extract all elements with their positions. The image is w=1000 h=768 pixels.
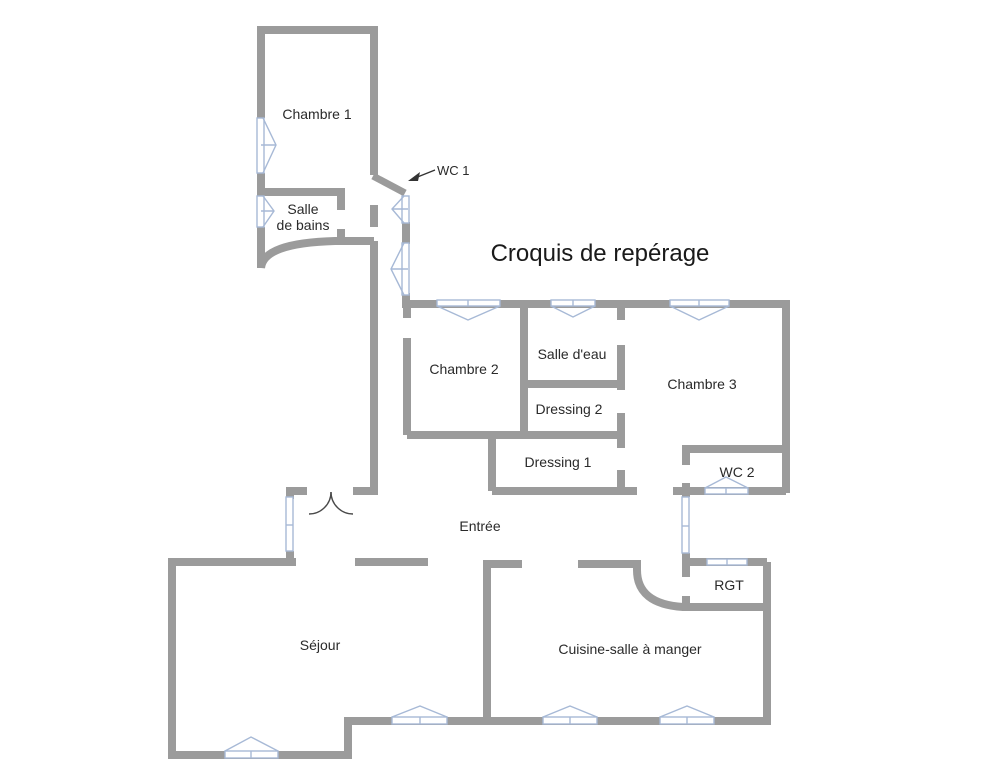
window-glyph	[390, 242, 408, 296]
wall-chambre1-outline	[257, 26, 378, 175]
title-group: Croquis de repérage	[491, 240, 710, 267]
annotation-wc-1: WC 1	[437, 163, 470, 178]
windows	[224, 117, 749, 759]
room-label-entree: Entrée	[459, 518, 500, 534]
window-base	[285, 496, 294, 552]
window-glyph	[550, 300, 596, 318]
wall-chambre1-sdb-divider	[261, 188, 345, 210]
wall-wc1-diagonal-door	[371, 172, 407, 197]
window-glyph	[704, 476, 749, 494]
window	[550, 299, 596, 318]
window	[542, 705, 598, 725]
entrance-double-door	[308, 491, 354, 515]
room-label-chambre-2: Chambre 2	[429, 361, 498, 377]
window	[256, 117, 277, 174]
room-label-dressing-1: Dressing 1	[525, 454, 592, 470]
room-label-salle-de-bains-line2: de bains	[277, 217, 330, 233]
window-glyph	[261, 117, 277, 174]
wall-lower-exterior	[168, 558, 771, 759]
window	[681, 496, 690, 554]
room-label-salle-d-eau: Salle d'eau	[538, 346, 607, 362]
window	[224, 736, 279, 759]
wall-corridor-left	[353, 241, 378, 495]
window	[391, 195, 410, 224]
window	[669, 299, 730, 321]
wall-cuisine-top-arc	[578, 560, 684, 611]
window-base	[681, 496, 690, 554]
room-label-chambre-3: Chambre 3	[667, 376, 736, 392]
room-label-wc-2: WC 2	[720, 464, 755, 480]
window	[256, 195, 275, 228]
window	[285, 496, 294, 552]
room-labels: Chambre 1 Salle de bains WC 1 Chambre 2 …	[277, 106, 755, 657]
window-glyph	[659, 705, 715, 724]
window-glyph	[261, 195, 275, 228]
window	[659, 705, 715, 725]
room-label-salle-de-bains-line1: Salle	[287, 201, 318, 217]
window	[436, 299, 501, 321]
wall-sejour-cuisine-divider	[483, 560, 522, 721]
window-glyph	[542, 705, 598, 724]
window-glyph	[436, 300, 501, 321]
room-label-rgt: RGT	[714, 577, 744, 593]
window-glyph	[391, 705, 448, 724]
wc1-annotation-arrow	[408, 169, 436, 181]
window-glyph	[669, 300, 730, 321]
room-label-dressing-2: Dressing 2	[536, 401, 603, 417]
window-glyph	[224, 736, 279, 758]
room-label-chambre-1: Chambre 1	[282, 106, 351, 122]
window	[704, 476, 749, 495]
wall-main-top-right	[402, 293, 790, 493]
window	[706, 558, 748, 566]
page-title: Croquis de repérage	[491, 240, 710, 267]
door-leaf-arc	[330, 491, 354, 515]
arrow-head-icon	[408, 172, 420, 181]
window	[390, 242, 410, 296]
window	[391, 705, 448, 725]
window-glyph	[391, 195, 408, 224]
room-label-cuisine: Cuisine-salle à manger	[558, 641, 702, 657]
room-label-sejour: Séjour	[300, 637, 341, 653]
wall-wc2-top-left	[682, 445, 786, 465]
wall-sdb-curved	[257, 237, 374, 269]
door-leaf-arc	[308, 491, 332, 515]
